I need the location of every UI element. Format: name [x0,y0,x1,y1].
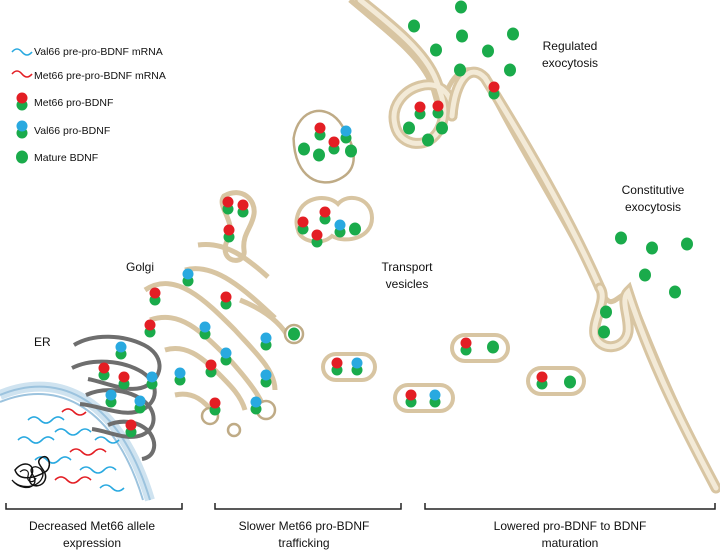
bracket-maturation: Lowered pro-BDNF to BDNF maturation [424,503,716,550]
released-bdnf-constitutive [598,231,693,339]
endoplasmic-reticulum [71,334,162,461]
constitutive-exocytosis-pocket [589,281,720,494]
er-label: ER [34,335,51,349]
nucleus [0,381,155,502]
blue-green-dimer-icon [16,120,28,139]
golgi-label: Golgi [126,260,154,274]
constitutive-label-line2: exocytosis [625,200,681,214]
bracket-expression: Decreased Met66 allele expression [5,503,183,550]
chromatin-icon [11,455,51,489]
mrna-cluster [17,408,125,492]
bracket-expression-line1: Decreased Met66 allele [29,519,155,533]
legend: Val66 pre-pro-BDNF mRNA Met66 pre-pro-BD… [11,46,166,164]
red-green-dimer-icon [16,92,28,111]
bracket-expression-line2: expression [63,536,121,550]
constitutive-label-line1: Constitutive [622,183,685,197]
bracket-trafficking-line2: trafficking [278,536,329,550]
red-mrna-squiggle-icon [11,70,33,78]
blue-mrna-squiggle-icon [11,48,33,56]
regulated-label-line1: Regulated [543,39,598,53]
bracket-maturation-line1: Lowered pro-BDNF to BDNF [494,519,647,533]
transport-label-line2: vesicles [386,277,429,291]
legend-val66-pro-label: Val66 pro-BDNF [34,125,110,137]
bracket-trafficking: Slower Met66 pro-BDNF trafficking [214,503,402,550]
cell-membrane [348,0,720,492]
transport-vesicles [292,109,586,413]
legend-mature-label: Mature BDNF [34,152,98,164]
golgi-apparatus [143,190,305,438]
legend-met66-mrna-label: Met66 pre-pro-BDNF mRNA [34,70,166,82]
bracket-trafficking-line1: Slower Met66 pro-BDNF [239,519,370,533]
transport-label-line1: Transport [382,260,434,274]
legend-val66-mrna-label: Val66 pre-pro-BDNF mRNA [34,46,163,58]
legend-met66-pro-label: Met66 pro-BDNF [34,97,113,109]
green-dot-icon [16,150,28,164]
regulated-label-line2: exocytosis [542,56,598,70]
bracket-maturation-line2: maturation [542,536,599,550]
